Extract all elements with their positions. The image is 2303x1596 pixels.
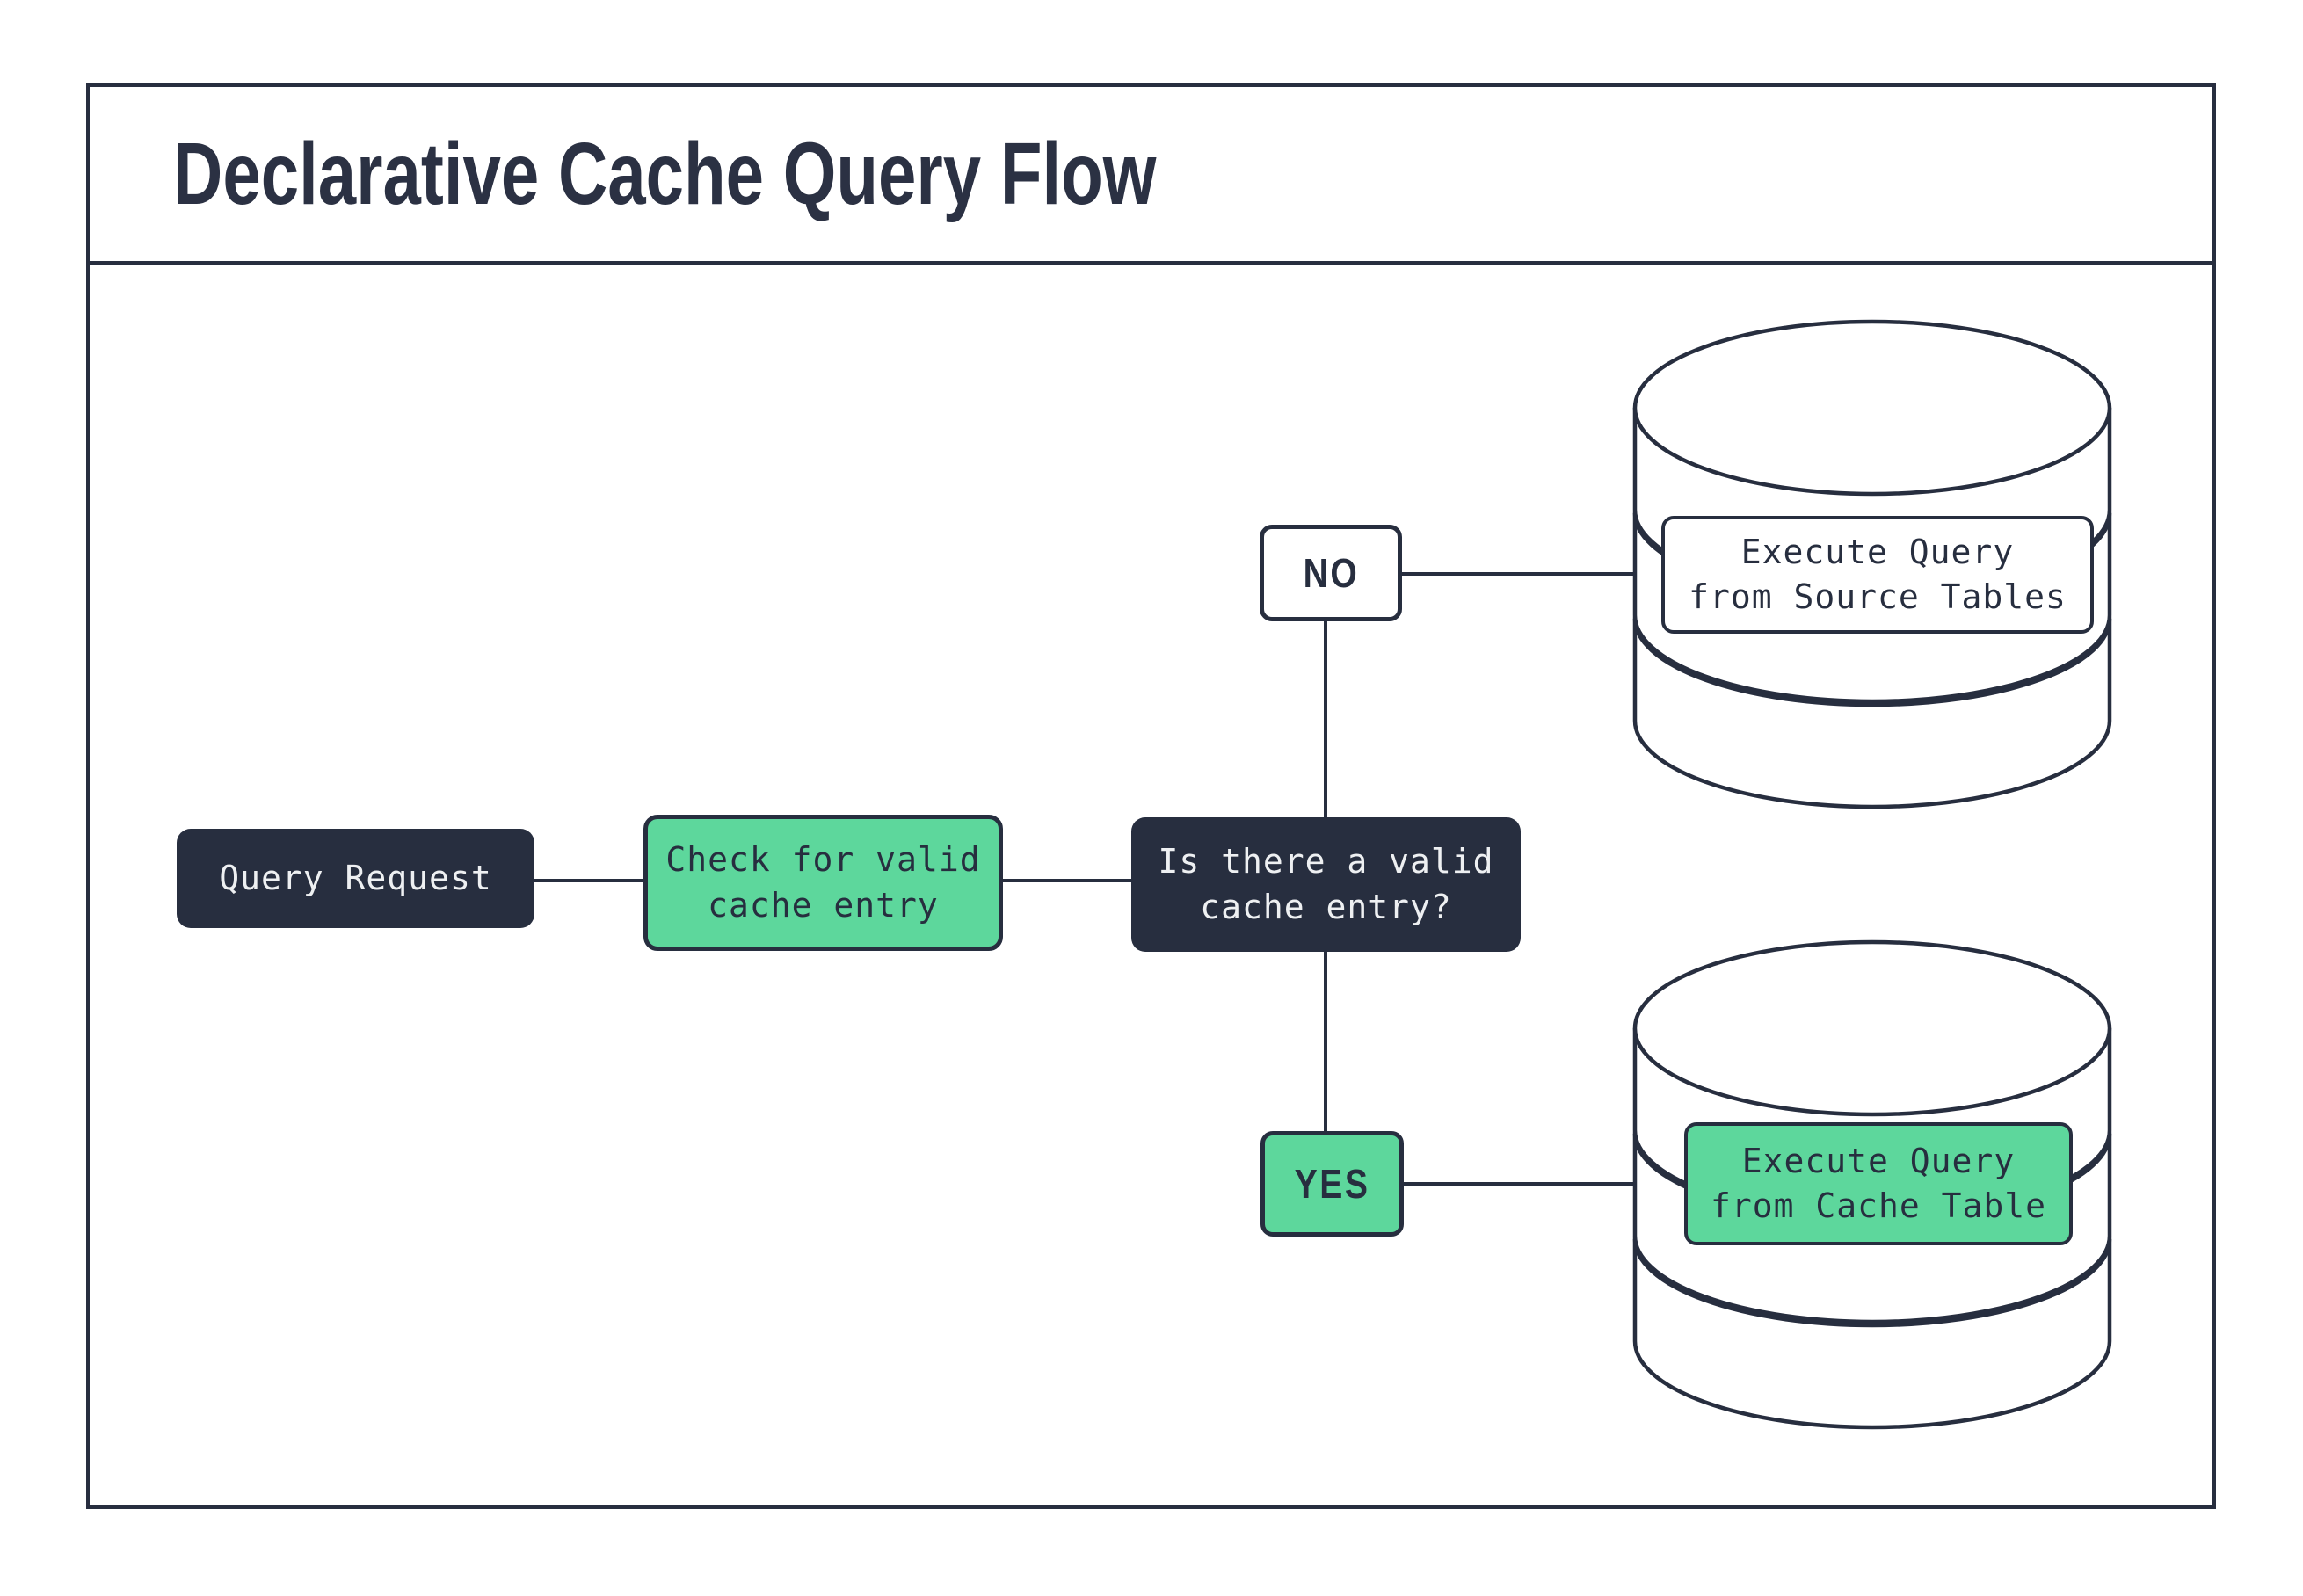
edge-check-to-decision <box>1003 879 1131 882</box>
edge-decision-to-no <box>1324 620 1327 819</box>
title-bar: Declarative Cache Query Flow <box>90 87 2212 265</box>
branch-label-yes: YES <box>1260 1131 1404 1237</box>
node-execute-source: Execute Query from Source Tables <box>1661 516 2094 634</box>
node-check-cache: Check for valid cache entry <box>643 815 1003 951</box>
edge-query-to-check <box>534 879 643 882</box>
edge-no-to-source-db <box>1402 572 1633 576</box>
node-query-request: Query Request <box>177 829 534 928</box>
edge-yes-to-cache-db <box>1404 1182 1633 1186</box>
branch-label-no: NO <box>1260 525 1402 621</box>
node-execute-cache: Execute Query from Cache Table <box>1684 1122 2073 1245</box>
diagram-title: Declarative Cache Query Flow <box>173 125 1157 223</box>
node-decision: Is there a valid cache entry? <box>1131 817 1521 952</box>
edge-decision-to-yes <box>1324 951 1327 1133</box>
